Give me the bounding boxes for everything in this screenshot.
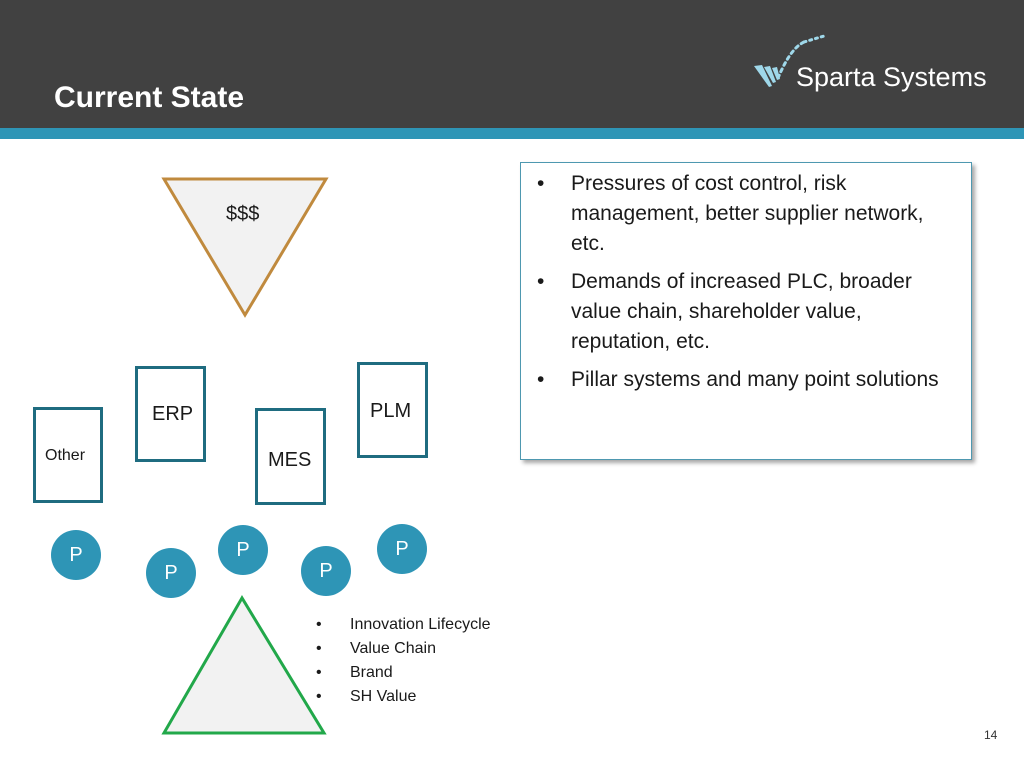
point-solution-circle: P: [146, 548, 196, 598]
point-solution-circle: P: [218, 525, 268, 575]
bullet-text-box: •Pressures of cost control, risk managem…: [520, 162, 972, 460]
value-list-item: •Brand: [316, 664, 393, 681]
money-triangle: [161, 177, 329, 318]
header-accent-strip: [0, 128, 1024, 139]
system-box-other: [33, 407, 103, 503]
value-list-item: •Value Chain: [316, 640, 436, 657]
bullet-item: •Pressures of cost control, risk managem…: [537, 172, 924, 255]
page-number: 14: [984, 728, 998, 742]
system-box-plm: [357, 362, 428, 458]
value-list-item: •SH Value: [316, 688, 417, 705]
logo-text: Sparta Systems: [796, 62, 987, 92]
logo-mark-icon: [754, 34, 826, 87]
bullet-item: •Demands of increased PLC, broader value…: [537, 270, 912, 353]
sparta-systems-logo: Sparta Systems: [752, 34, 992, 94]
system-box-erp: [135, 366, 206, 462]
bullet-list: •Pressures of cost control, risk managem…: [531, 169, 961, 403]
system-label-mes: MES: [268, 449, 312, 471]
bullet-item: •Pillar systems and many point solutions: [537, 368, 939, 391]
system-label-other: Other: [45, 447, 86, 464]
system-box-mes: [255, 408, 326, 505]
system-label-erp: ERP: [152, 403, 194, 425]
money-label: $$$: [226, 203, 260, 225]
point-solution-circle: P: [377, 524, 427, 574]
value-list-item: •Innovation Lifecycle: [316, 616, 491, 633]
point-solution-circle: P: [51, 530, 101, 580]
value-triangle: [161, 595, 327, 735]
system-label-plm: PLM: [370, 400, 412, 422]
slide-header: [0, 0, 1024, 128]
point-solution-circle: P: [301, 546, 351, 596]
slide-title: Current State: [54, 81, 245, 114]
value-list: •Innovation Lifecycle •Value Chain •Bran…: [316, 613, 491, 709]
